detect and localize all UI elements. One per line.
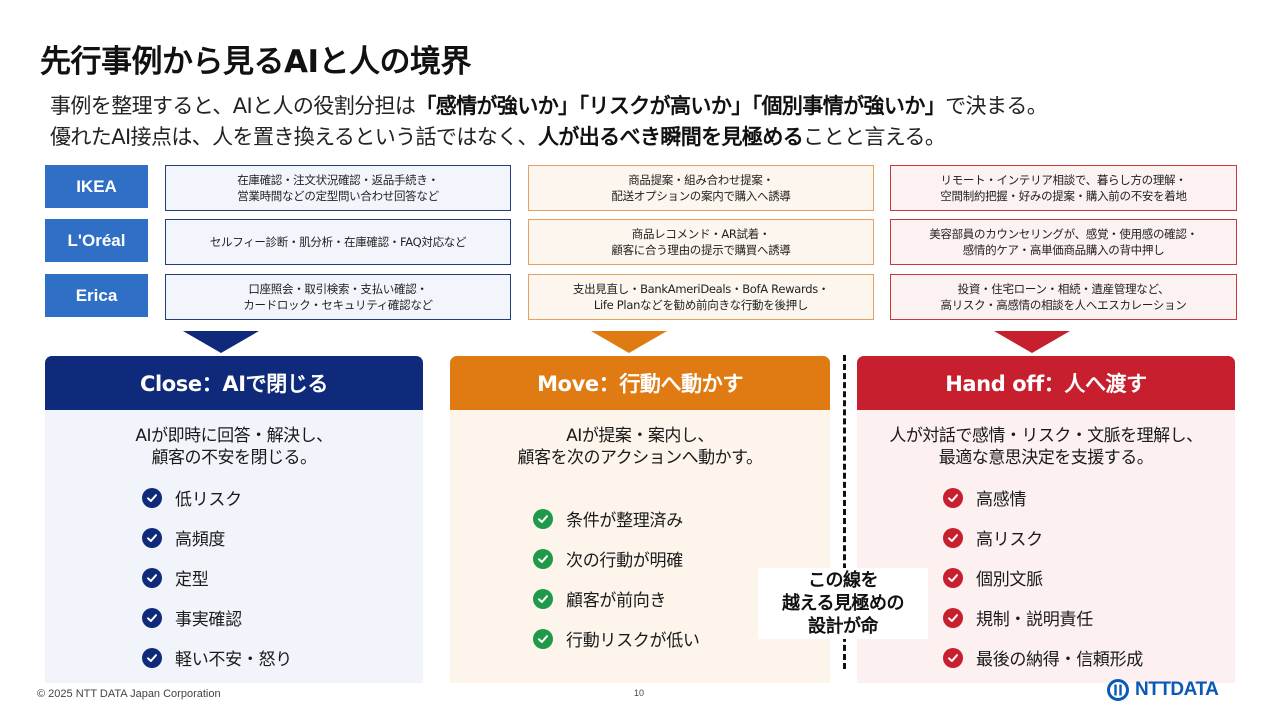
close-check-item-label: 定型 bbox=[175, 570, 209, 590]
handoff-check-item: 規制・説明責任 bbox=[943, 605, 1093, 630]
check-icon bbox=[533, 628, 553, 649]
line2-segment-2: ことと言える。 bbox=[803, 125, 946, 149]
check-icon bbox=[943, 527, 963, 548]
close-check-item: 高頻度 bbox=[142, 525, 225, 550]
close-arrow bbox=[183, 331, 259, 353]
move-check-item: 条件が整理済み bbox=[533, 506, 683, 531]
line1-segment-2: で決まる。 bbox=[945, 94, 1048, 118]
close-check-item: 定型 bbox=[142, 565, 209, 590]
page-number: 10 bbox=[634, 688, 645, 698]
check-icon bbox=[533, 508, 553, 529]
logo-wordmark: NTTDATA bbox=[1135, 679, 1219, 700]
page-title: 先行事例から見るAIと人の境界 bbox=[40, 44, 472, 80]
handoff-description: 人が対話で感情・リスク・文脈を理解し、 最適な意思決定を支援する。 bbox=[889, 426, 1203, 468]
close-check-item: 事実確認 bbox=[142, 605, 242, 630]
close-panel bbox=[45, 410, 423, 683]
copyright: © 2025 NTT DATA Japan Corporation bbox=[37, 688, 221, 700]
check-icon bbox=[943, 647, 963, 668]
handoff-check-item: 高リスク bbox=[943, 525, 1043, 550]
handoff-check-item-label: 規制・説明責任 bbox=[976, 610, 1093, 630]
handoff-example-ikea: リモート・インテリア相談で、暮らし方の理解・ 空間制約把握・好みの提案・購入前の… bbox=[890, 165, 1237, 211]
handoff-check-item-label: 高リスク bbox=[976, 530, 1043, 550]
move-header: Move：行動へ動かす bbox=[450, 356, 830, 410]
move-check-item-label: 行動リスクが低い bbox=[566, 631, 700, 651]
check-icon bbox=[142, 647, 162, 668]
line1-segment-1: 「感情が強いか」「リスクが高いか」「個別事情が強いか」 bbox=[415, 94, 946, 118]
handoff-example-erica: 投資・住宅ローン・相続・遺産管理など、 高リスク・高感情の相談を人へエスカレーシ… bbox=[890, 274, 1237, 320]
check-icon bbox=[943, 567, 963, 588]
company-label-loreal: L'Oréal bbox=[45, 219, 148, 262]
move-check-item: 顧客が前向き bbox=[533, 586, 667, 611]
move-example-loreal: 商品レコメンド・AR試着・ 顧客に合う理由の提示で購買へ誘導 bbox=[528, 219, 874, 265]
move-check-item-label: 条件が整理済み bbox=[566, 511, 683, 531]
ntt-logo-icon bbox=[1107, 679, 1129, 701]
handoff-header: Hand off：人へ渡す bbox=[857, 356, 1235, 410]
close-check-item-label: 低リスク bbox=[175, 490, 242, 510]
check-icon bbox=[533, 588, 553, 609]
check-icon bbox=[943, 487, 963, 508]
line1-segment-0: 事例を整理すると、AIと人の役割分担は bbox=[50, 94, 416, 118]
company-label-ikea: IKEA bbox=[45, 165, 148, 208]
boundary-note: この線を 越える見極めの 設計が命 bbox=[758, 568, 928, 639]
handoff-check-item-label: 高感情 bbox=[976, 490, 1027, 510]
handoff-arrow bbox=[994, 331, 1070, 353]
move-check-item: 行動リスクが低い bbox=[533, 626, 700, 651]
close-check-item-label: 事実確認 bbox=[175, 610, 242, 630]
move-check-item: 次の行動が明確 bbox=[533, 546, 683, 571]
check-icon bbox=[142, 527, 162, 548]
close-check-item: 軽い不安・怒り bbox=[142, 645, 292, 670]
move-example-ikea: 商品提案・組み合わせ提案・ 配送オプションの案内で購入へ誘導 bbox=[528, 165, 874, 211]
lead-line-1: 事例を整理すると、AIと人の役割分担は「感情が強いか」「リスクが高いか」「個別事… bbox=[50, 90, 1048, 120]
line2-segment-1: 人が出るべき瞬間を見極める bbox=[537, 125, 804, 149]
move-check-item-label: 顧客が前向き bbox=[566, 591, 667, 611]
company-label-erica: Erica bbox=[45, 274, 148, 317]
close-check-item: 低リスク bbox=[142, 485, 242, 510]
handoff-check-item-label: 個別文脈 bbox=[976, 570, 1043, 590]
check-icon bbox=[142, 607, 162, 628]
close-check-item-label: 軽い不安・怒り bbox=[175, 650, 292, 670]
move-check-item-label: 次の行動が明確 bbox=[566, 551, 683, 571]
close-example-ikea: 在庫確認・注文状況確認・返品手続き・ 営業時間などの定型問い合わせ回答など bbox=[165, 165, 511, 211]
company-logo: NTTDATA bbox=[1106, 678, 1219, 702]
boundary-dashed-line bbox=[843, 355, 846, 669]
handoff-check-item-label: 最後の納得・信頼形成 bbox=[976, 650, 1143, 670]
handoff-example-loreal: 美容部員のカウンセリングが、感覚・使用感の確認・ 感情的ケア・高単価商品購入の背… bbox=[890, 219, 1237, 265]
move-description: AIが提案・案内し、 顧客を次のアクションへ動かす。 bbox=[517, 426, 763, 468]
move-arrow bbox=[591, 331, 667, 353]
check-icon bbox=[943, 607, 963, 628]
move-example-erica: 支出見直し・BankAmeriDeals・BofA Rewards・ Life … bbox=[528, 274, 874, 320]
close-description: AIが即時に回答・解決し、 顧客の不安を閉じる。 bbox=[135, 426, 333, 468]
check-icon bbox=[533, 548, 553, 569]
close-header: Close：AIで閉じる bbox=[45, 356, 423, 410]
check-icon bbox=[142, 487, 162, 508]
line2-segment-0: 優れたAI接点は、人を置き換えるという話ではなく、 bbox=[50, 125, 539, 149]
close-check-item-label: 高頻度 bbox=[175, 530, 226, 550]
close-example-loreal: セルフィー診断・肌分析・在庫確認・FAQ対応など bbox=[165, 219, 511, 265]
close-example-erica: 口座照会・取引検索・支払い確認・ カードロック・セキュリティ確認など bbox=[165, 274, 511, 320]
handoff-check-item: 最後の納得・信頼形成 bbox=[943, 645, 1143, 670]
check-icon bbox=[142, 567, 162, 588]
handoff-check-item: 個別文脈 bbox=[943, 565, 1043, 590]
handoff-check-item: 高感情 bbox=[943, 485, 1026, 510]
lead-line-2: 優れたAI接点は、人を置き換えるという話ではなく、人が出るべき瞬間を見極めること… bbox=[50, 121, 946, 151]
